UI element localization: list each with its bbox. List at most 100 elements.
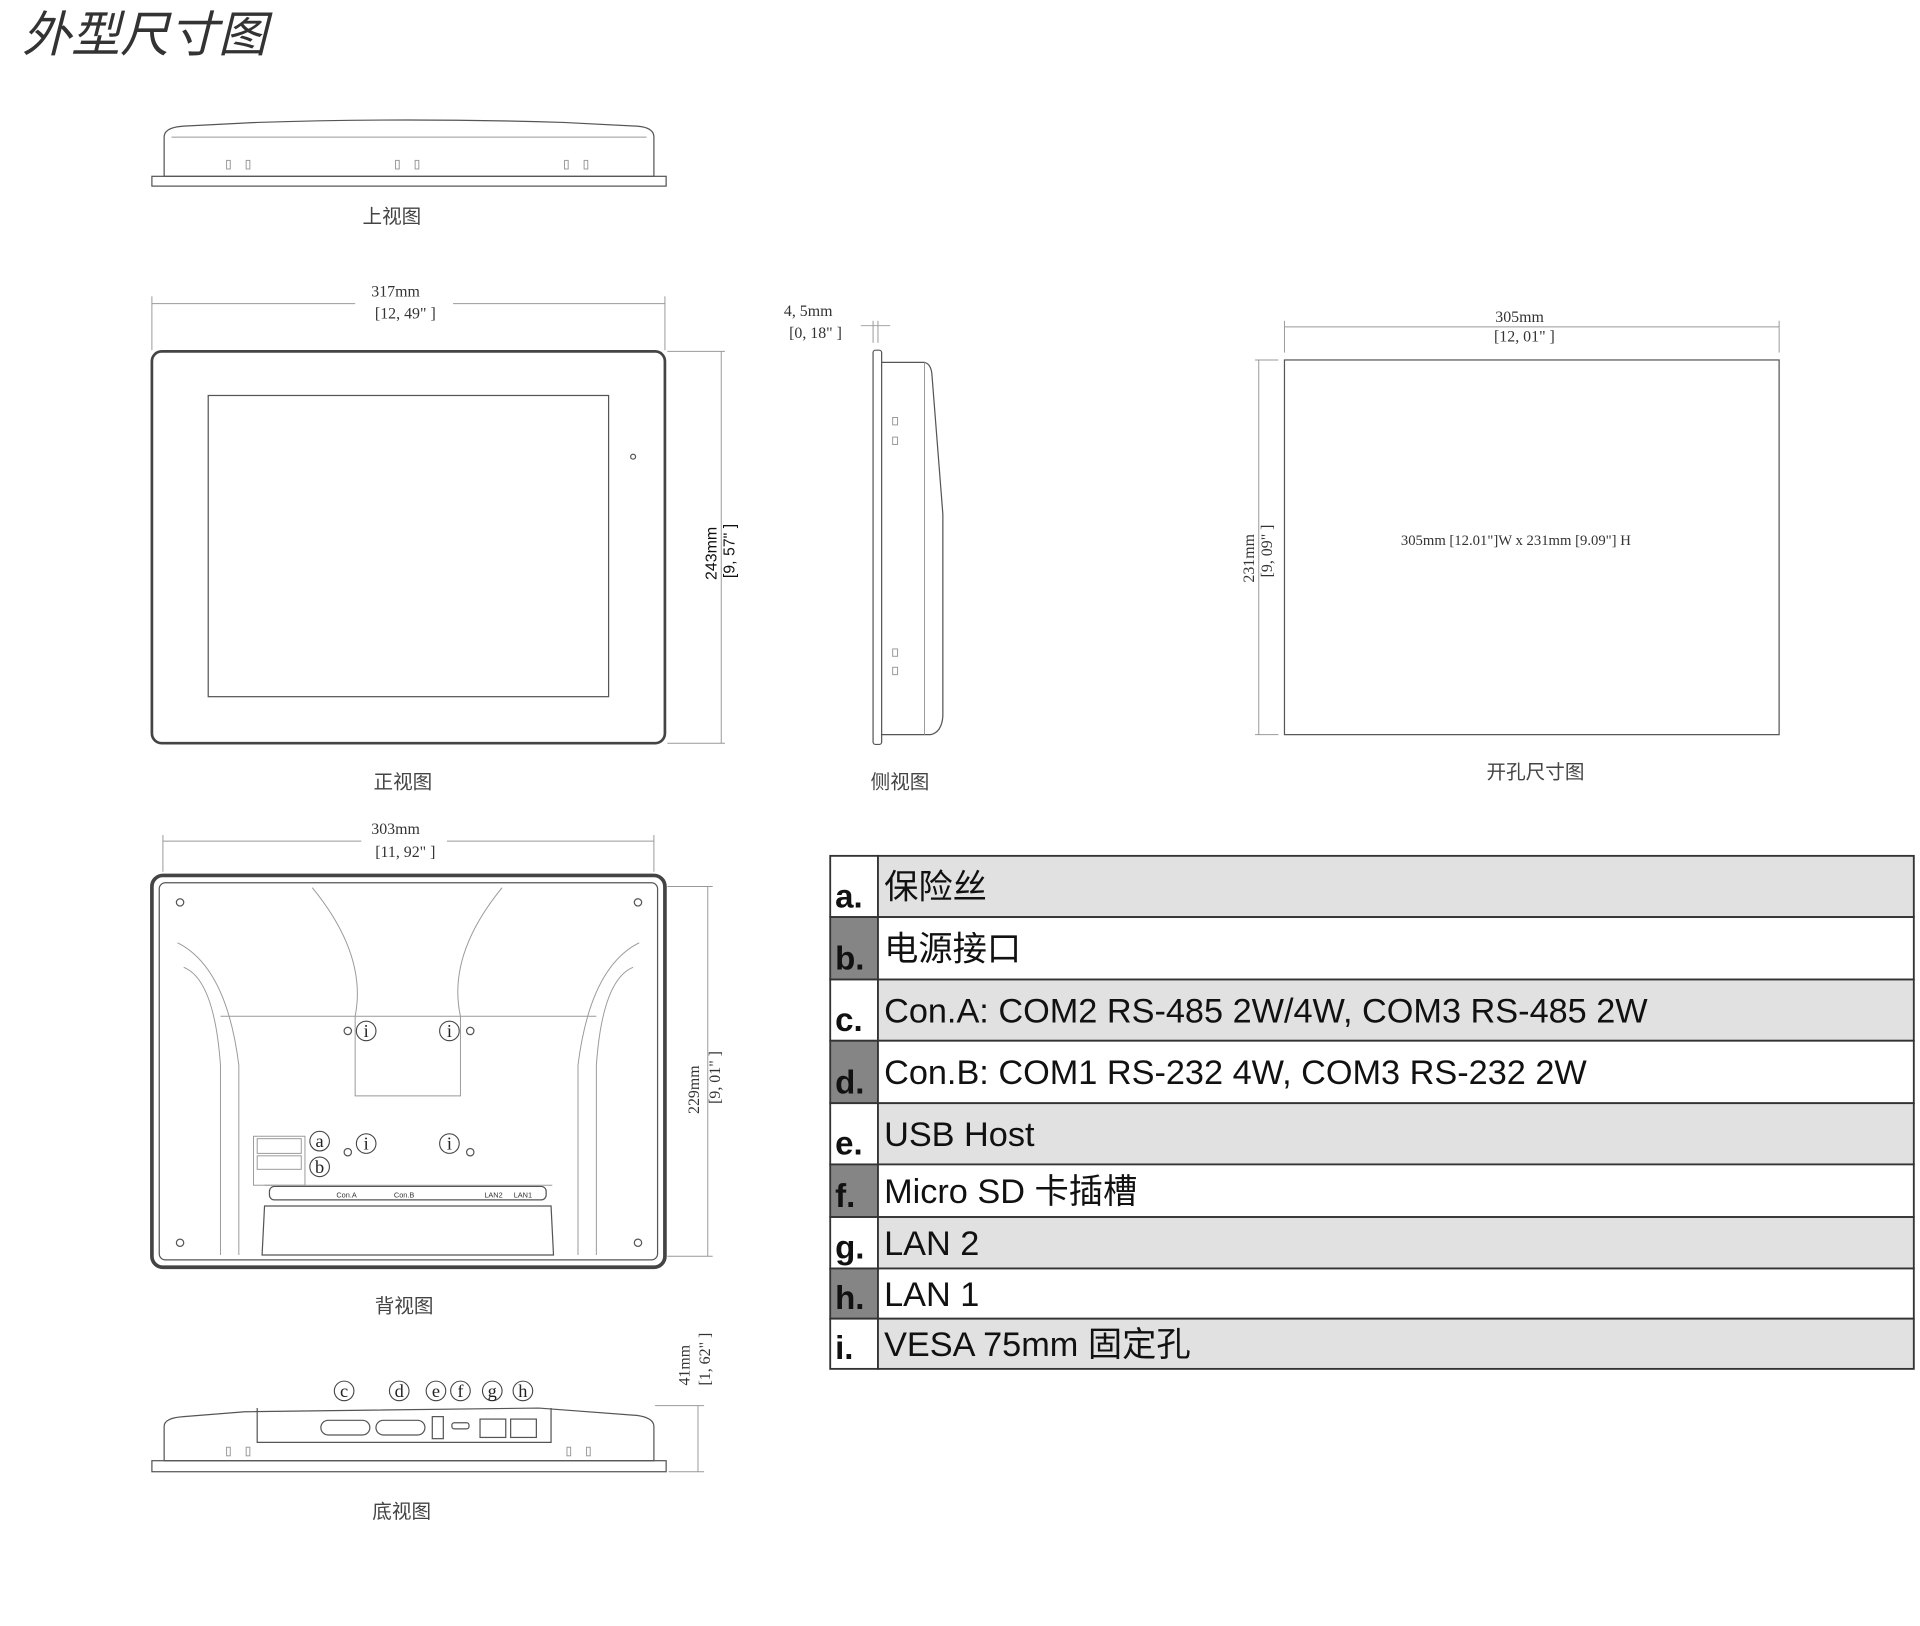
bottom-height-mm: 41mm [676,1344,693,1385]
back-height-in: [9, 01" ] [707,1051,724,1104]
legend-row: d. Con.B: COM1 RS-232 4W, COM3 RS-232 2W [829,1039,1915,1105]
back-view: 303mm [11, 92" ] Con.A Con.B LAN2 LAN1 a… [150,821,724,1318]
side-depth-mm: 4, 5mm [784,303,833,320]
legend-key-cell [829,916,879,981]
legend-key: d. [835,1064,864,1101]
marker-i: i [355,1020,377,1042]
back-width-in: [11, 92" ] [375,844,435,861]
cutout-height-mm: 231mm [1241,533,1258,582]
legend-row: a. 保险丝 [829,854,1915,918]
marker-g: g [481,1380,503,1402]
svg-text:f: f [457,1381,464,1401]
port-label-con-b: Con.B [394,1190,414,1199]
legend-row: f.Micro SD 卡插槽 [829,1163,1915,1218]
port-label-lan1: LAN1 [514,1190,532,1199]
back-width-mm: 303mm [371,821,420,838]
top-view: 上视图 [151,119,667,228]
svg-text:c: c [340,1381,348,1401]
marker-a: a [309,1130,330,1152]
svg-text:i: i [364,1021,369,1041]
legend-text: Micro SD 卡插槽 [884,1173,1137,1211]
svg-text:b: b [315,1157,324,1177]
cutout-view: 305mm [12, 01" ] 231mm [9, 09" ] 305mm [… [1241,309,1780,784]
svg-text:i: i [447,1021,452,1041]
port-label-lan2: LAN2 [484,1190,502,1199]
svg-text:e: e [432,1381,440,1401]
legend-text: LAN 2 [884,1225,979,1263]
svg-text:g: g [488,1381,497,1401]
svg-text:h: h [518,1381,527,1401]
marker-c: c [333,1380,355,1402]
legend-text-cell [877,854,1915,918]
legend-row: e. USB Host [829,1102,1915,1166]
legend-text: USB Host [884,1116,1035,1154]
side-view: 4, 5mm [0, 18" ] 侧视图 [784,303,944,794]
cutout-width-mm: 305mm [1495,309,1544,326]
legend-key: g. [835,1230,864,1267]
cutout-height-in: [9, 09" ] [1259,525,1276,578]
page-title: 外型尺寸图 [22,6,273,63]
legend-key-cell [829,1216,879,1270]
legend-row: g. LAN 2 [829,1216,1915,1270]
legend-text-cell [877,1267,1915,1320]
legend-text: Con.A: COM2 RS-485 2W/4W, COM3 RS-485 2W [884,992,1648,1030]
legend-text: Con.B: COM1 RS-232 4W, COM3 RS-232 2W [884,1054,1587,1092]
svg-text:d: d [395,1381,404,1401]
front-view: 317mm [12, 49" ] 243mm [9, 57" ] 正视图 [150,283,739,794]
legend-row: i. VESA 75mm 固定孔 [829,1317,1915,1370]
marker-e: e [425,1380,447,1402]
legend-text-cell [877,1039,1915,1105]
side-depth-in: [0, 18" ] [789,325,842,342]
svg-text:a: a [316,1131,324,1151]
legend-key: h. [835,1280,864,1317]
legend-key: i. [835,1330,853,1367]
marker-i: i [439,1133,460,1154]
cutout-view-caption: 开孔尺寸图 [1487,761,1585,784]
marker-b: b [309,1156,330,1178]
legend-key: b. [835,941,864,978]
legend-text: VESA 75mm 固定孔 [884,1326,1191,1364]
cutout-size-note: 305mm [12.01"]W x 231mm [9.09"] H [1401,533,1631,549]
legend-text-cell [877,916,1915,981]
legend-key: c. [835,1002,863,1039]
top-view-caption: 上视图 [363,205,422,228]
legend-text-cell [877,1163,1915,1218]
marker-h: h [512,1380,534,1402]
bottom-height-in: [1, 62" ] [697,1333,714,1386]
legend-key-cell [829,854,879,918]
marker-f: f [450,1380,471,1402]
legend-row: c. Con.A: COM2 RS-485 2W/4W, COM3 RS-485 … [829,978,1915,1042]
svg-text:i: i [447,1134,452,1154]
front-view-caption: 正视图 [374,771,433,794]
legend-key: e. [835,1126,863,1163]
back-view-caption: 背视图 [375,1295,434,1318]
legend-text: 电源接口 [884,931,1021,969]
cutout-width-in: [12, 01" ] [1494,329,1555,346]
legend-text: LAN 1 [884,1276,979,1314]
bottom-view: c d e f g h 41mm [1, 62" ] 底视图 [151,1333,714,1523]
marker-d: d [388,1380,410,1402]
legend-key-cell [829,1102,879,1166]
legend-key-cell [829,978,879,1042]
legend-text-cell [877,1102,1915,1166]
back-height-mm: 229mm [686,1065,703,1114]
legend-text-cell [877,1317,1915,1370]
front-width-mm: 317mm [371,283,420,300]
legend-row: h. LAN 1 [829,1267,1915,1320]
legend-row: b. 电源接口 [829,916,1915,981]
legend-text-cell [877,1216,1915,1270]
bottom-view-caption: 底视图 [372,1500,431,1523]
port-label-con-a: Con.A [336,1190,356,1199]
front-height-in: [9, 57" ] [722,524,739,578]
side-view-caption: 侧视图 [871,771,930,794]
front-height-mm: 243mm [703,527,720,580]
front-width-in: [12, 49" ] [375,305,436,322]
legend-table: a. 保险丝 b. 电源接口 c. Con.A: COM2 RS-485 2W/4W, C… [829,854,1915,1370]
legend-key: a. [835,878,863,915]
svg-text:i: i [364,1134,369,1154]
legend-key-cell [829,1317,879,1370]
legend-text: 保险丝 [884,869,987,907]
legend-text-cell [877,978,1915,1042]
marker-i: i [439,1020,460,1042]
